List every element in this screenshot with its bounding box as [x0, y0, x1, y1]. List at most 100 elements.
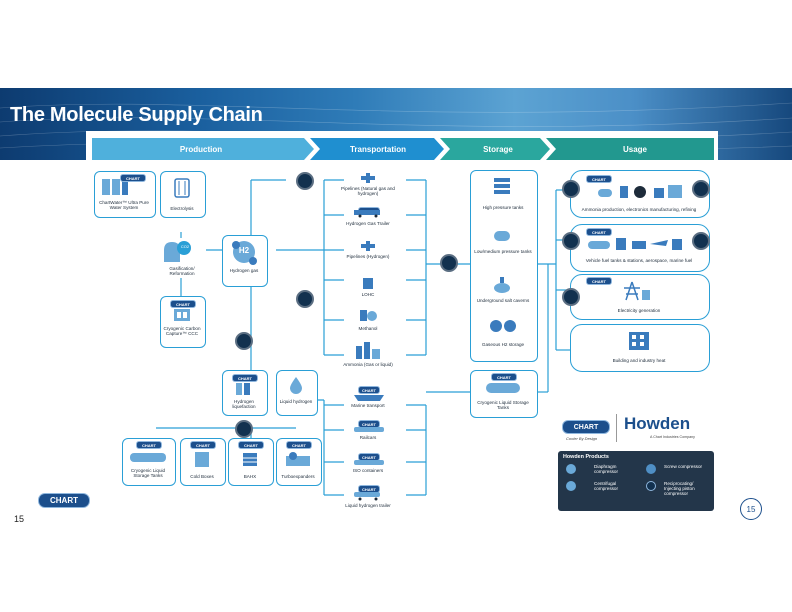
- iso-containers-label: ISO containers: [352, 468, 384, 473]
- liquid-drop-icon: [290, 377, 302, 394]
- chart-logo-cryo: CHART: [136, 441, 162, 449]
- railcar-icon: [354, 427, 384, 432]
- compressor-ring-icon: [440, 254, 458, 272]
- howden-subtitle: A Chart Industries Company: [650, 435, 695, 439]
- diaphragm-icon: [566, 464, 576, 474]
- usage-vehicle-label: Vehicle fuel tanks & stations, aerospace…: [585, 258, 693, 263]
- gasification-icon: [164, 241, 191, 262]
- h2-gas-trailer-label: Hydrogen Gas Trailer: [346, 221, 390, 226]
- carbon-capture-label: Cryogenic Carbon Capture™ CCC: [163, 326, 201, 337]
- chart-logo-bahx: CHART: [238, 441, 264, 449]
- chart-logo-carbon-capture: CHART: [170, 300, 196, 308]
- usage-electricity-label: Electricity generation: [617, 308, 661, 313]
- chart-logo-marine: CHART: [358, 386, 380, 394]
- page-title: The Molecule Supply Chain: [10, 104, 263, 126]
- compressor-ring-icon: [296, 290, 314, 308]
- cryo-tank-icon: [486, 383, 520, 393]
- cold-box-icon: [195, 452, 209, 467]
- pipeline-icon: [361, 241, 375, 251]
- vehicle-icons: [588, 238, 682, 250]
- stage-production-label: Production: [179, 144, 223, 154]
- methanol-label: Methanol: [358, 326, 378, 331]
- high-pressure-label: High pressure tanks: [482, 205, 524, 210]
- pipelines-ng-label: Pipelines (Natural gas and hydrogen): [341, 186, 395, 197]
- water-system-icon: [102, 177, 128, 195]
- diaphragm-label: Diaphragm compressor: [594, 464, 618, 475]
- stage-transportation-label: Transportation: [349, 144, 406, 154]
- liquid-trailer-icon: [354, 492, 380, 501]
- ammonia-label: Ammonia (Gas or liquid): [343, 362, 393, 367]
- chartwater-label: ChartWater™ Ultra Pure Water System: [99, 200, 149, 211]
- factory-icons: [598, 185, 682, 198]
- stage-chevrons: [92, 138, 714, 160]
- chevron-production: [92, 138, 314, 160]
- building-icon: [629, 332, 649, 350]
- chart-logo-coldbox: CHART: [190, 441, 216, 449]
- chevron-usage: [546, 138, 714, 160]
- ammonia-icon: [356, 342, 380, 359]
- chart-logo-usage-3: CHART: [586, 277, 612, 285]
- high-pressure-tanks-icon: [494, 178, 510, 194]
- page-number: 15: [14, 514, 25, 524]
- chevron-storage: [440, 138, 550, 160]
- compressor-ring-icon: [562, 288, 580, 306]
- gaseous-storage-box: [470, 170, 538, 362]
- chart-logo-large: CHART: [562, 420, 610, 434]
- screw-label: Screw compressor: [664, 464, 703, 469]
- compressor-ring-icon: [692, 232, 710, 250]
- hydrogen-gas-label: Hydrogen gas: [229, 268, 259, 273]
- carbon-capture-icon: [174, 309, 190, 321]
- compressor-ring-icon: [562, 180, 580, 198]
- underground-label: Underground salt caverns: [476, 298, 530, 303]
- bahx-label: BAHX: [243, 474, 257, 479]
- compressor-ring-icon: [296, 172, 314, 190]
- page-number-circle: 15: [740, 498, 762, 520]
- h2-symbol: H2: [238, 246, 250, 255]
- chart-tagline: Cooler By Design: [566, 436, 598, 441]
- chart-logo-chartwater: CHART: [120, 174, 146, 182]
- storage-tank-icon: [130, 453, 166, 462]
- logo-divider: [616, 414, 617, 442]
- reciprocating-icon: [646, 481, 656, 491]
- gasification-label: Gasification/ Reformation: [169, 266, 195, 277]
- usage-ammonia-label: Ammonia production, electronics manufact…: [581, 207, 697, 212]
- lohc-icon: [363, 278, 373, 289]
- marine-transport-label: Marine transport: [351, 403, 385, 408]
- howden-logo-text: Howden: [624, 414, 691, 433]
- liquid-h2-trailer-label: Liquid hydrogen trailer: [345, 503, 391, 508]
- electrolysis-icon: [174, 178, 190, 198]
- gaseous-sphere-icon: [490, 320, 516, 332]
- compressor-ring-icon: [692, 180, 710, 198]
- iso-container-icon: [354, 460, 384, 465]
- usage-building-label: Building and industry heat: [612, 358, 666, 363]
- heat-exchanger-icon: [243, 453, 257, 466]
- liquid-hydrogen-label: Liquid hydrogen: [279, 399, 313, 404]
- ship-icon: [354, 395, 384, 401]
- low-pressure-tank-icon: [494, 231, 510, 241]
- screw-icon: [646, 464, 656, 474]
- reciprocating-label: Reciprocating/ Injecting piston compress…: [664, 481, 695, 497]
- methanol-icon: [360, 310, 377, 321]
- carbon-capture-box: [160, 296, 206, 348]
- centrifugal-label: Centrifugal compressor: [594, 481, 618, 492]
- compressor-ring-icon: [235, 332, 253, 350]
- howden-products-title: Howden Products: [563, 454, 609, 460]
- compressor-ring-icon: [235, 420, 253, 438]
- hydrogen-liquefaction-label: Hydrogen liquefaction: [232, 399, 256, 410]
- h2-molecule-icon: [232, 241, 257, 265]
- railcars-label: Railcars: [359, 435, 377, 440]
- chart-logo-turbo: CHART: [286, 441, 312, 449]
- co2-label: CO2: [180, 244, 190, 249]
- chart-logo-usage-1: CHART: [586, 175, 612, 183]
- chart-logo-liquefaction: CHART: [232, 374, 258, 382]
- liquefaction-icon: [236, 383, 250, 395]
- gaseous-label: Gaseous H2 storage: [481, 342, 525, 347]
- chart-logo-usage-2: CHART: [586, 228, 612, 236]
- footer-chart-logo: CHART: [38, 493, 90, 508]
- turboexpander-icon: [286, 452, 310, 466]
- cryo-storage-label: Cryogenic Liquid Storage Tanks: [130, 468, 166, 479]
- stage-usage-label: Usage: [622, 144, 647, 154]
- compressor-ring-icon: [562, 232, 580, 250]
- power-pylon-icon: [624, 281, 650, 301]
- lohc-label: LOHC: [361, 292, 375, 297]
